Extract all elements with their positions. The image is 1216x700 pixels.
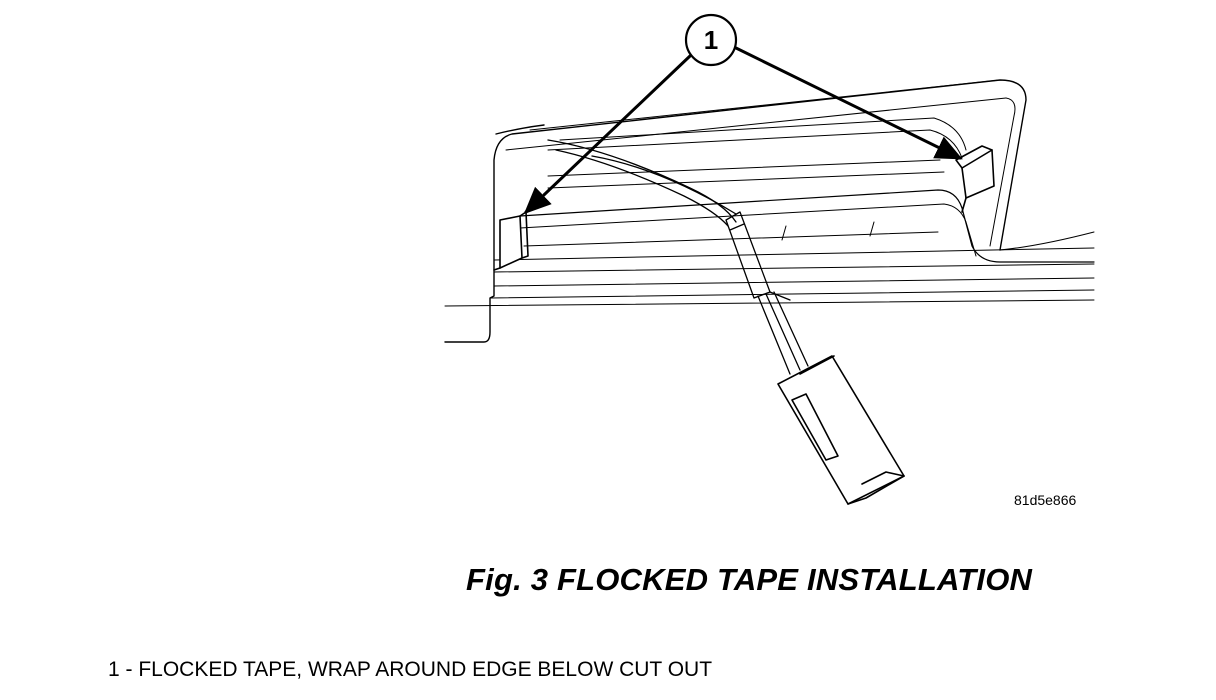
callout-arrow-left — [523, 54, 692, 215]
callout-arrow-right — [734, 46, 963, 160]
flocked-tape-left — [493, 211, 529, 271]
callout-circle — [684, 13, 738, 67]
figure-caption: Fig. 3 FLOCKED TAPE INSTALLATION — [466, 562, 1033, 597]
wire-connector — [777, 355, 905, 505]
flocked-tape-right — [955, 145, 995, 213]
callout-number: 1 — [704, 25, 718, 55]
wiring-harness — [547, 139, 809, 375]
legend-item: 1 - FLOCKED TAPE, WRAP AROUND EDGE BELOW… — [108, 658, 713, 681]
figure-code: 81d5e866 — [1014, 492, 1077, 508]
trim-panel — [444, 79, 1095, 343]
callout-1: 1 — [523, 13, 963, 215]
